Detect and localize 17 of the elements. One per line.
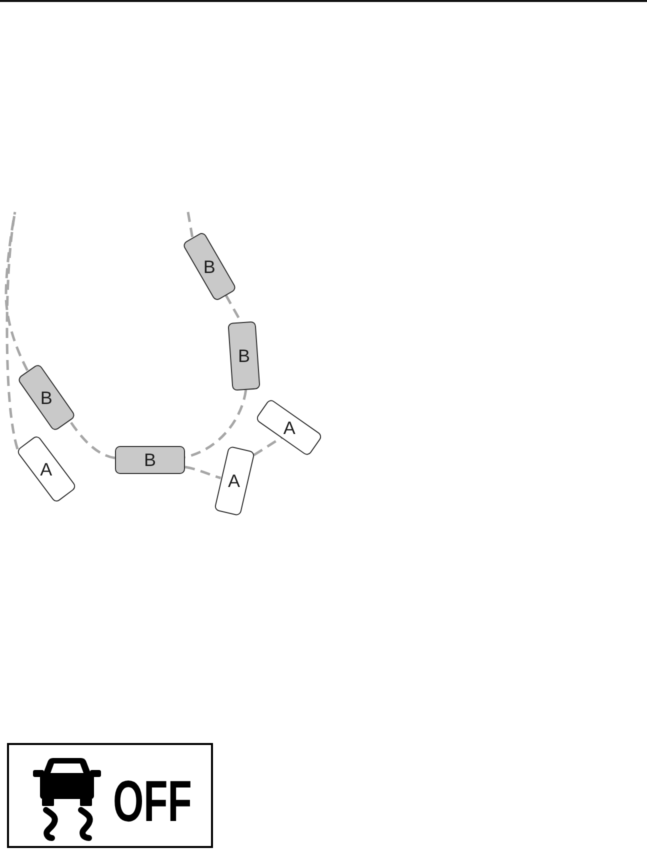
dashed-trajectory-line	[186, 212, 194, 238]
dashed-trajectory-line	[253, 436, 282, 456]
car-label: A	[40, 460, 52, 478]
dashed-trajectory-line	[68, 420, 116, 460]
car	[115, 446, 185, 474]
car-label: B	[144, 451, 156, 469]
car-label: B	[202, 257, 215, 275]
car-label: A	[228, 472, 240, 490]
indicator-label: OFF	[113, 773, 192, 831]
car-label: A	[283, 418, 295, 436]
car-label: B	[237, 347, 250, 365]
dashed-trajectory-line	[4, 212, 29, 371]
car-label: B	[40, 388, 52, 406]
dashed-trajectory-line	[184, 390, 248, 458]
car	[227, 321, 260, 391]
indicator-panel	[7, 743, 213, 848]
dashed-trajectory-line	[184, 466, 222, 480]
